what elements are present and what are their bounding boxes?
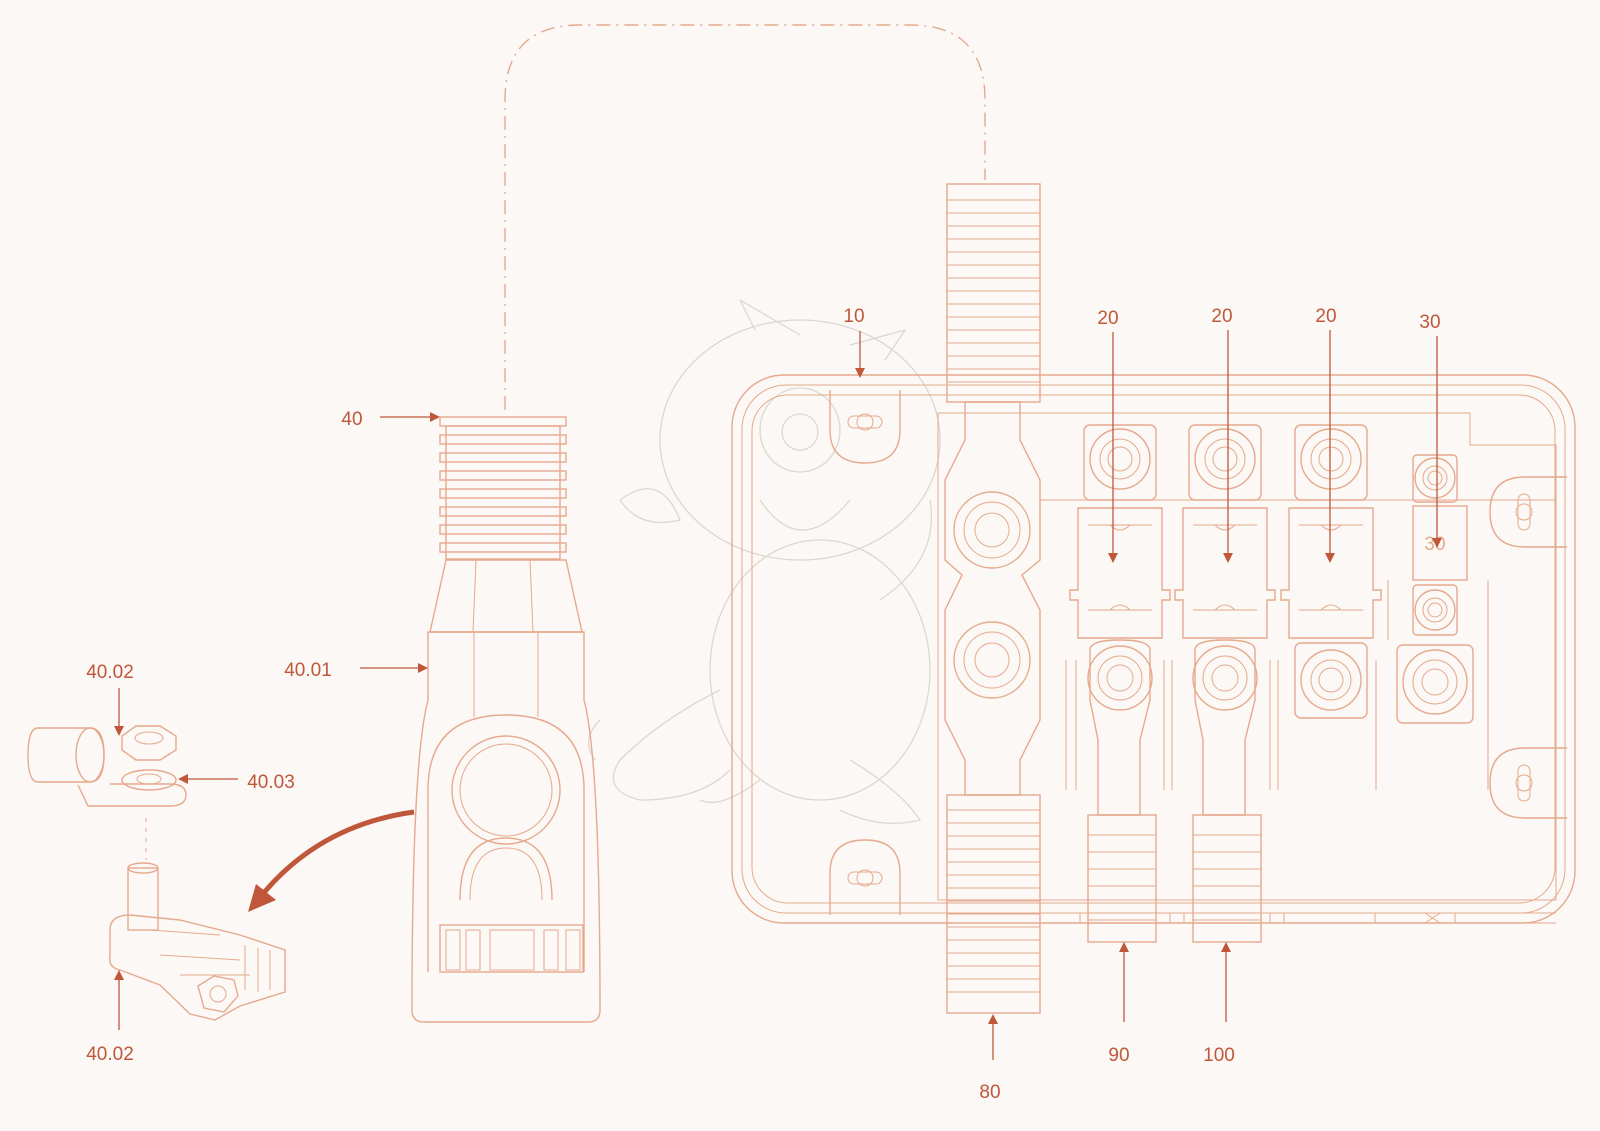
small-fuse-holder: 30 [1387, 454, 1489, 790]
callout-labels: 40 40.01 40.02 40.03 40.02 10 20 20 20 3… [86, 306, 1440, 1103]
label-20-a: 20 [1097, 308, 1118, 329]
terminal-boot [411, 416, 601, 1023]
label-30: 30 [1419, 312, 1440, 333]
label-90: 90 [1108, 1045, 1129, 1066]
label-40-03: 40.03 [247, 772, 295, 793]
inner-part-label-30: 30 [1424, 534, 1445, 555]
fuse-holder-2 [1174, 424, 1276, 943]
label-100: 100 [1203, 1045, 1235, 1066]
fuse-box-housing [731, 374, 1576, 924]
fuse-holder-3 [1280, 424, 1382, 719]
curved-arrow-icon [248, 809, 415, 912]
label-20-c: 20 [1315, 306, 1336, 327]
main-bus-bar [944, 183, 1041, 1014]
label-20-b: 20 [1211, 306, 1232, 327]
exploded-terminal-parts [27, 725, 286, 1021]
cable-path [504, 24, 986, 410]
label-10: 10 [843, 306, 864, 327]
label-40: 40 [341, 409, 362, 430]
label-40-02-bottom: 40.02 [86, 1044, 134, 1065]
boot-ribs [439, 416, 567, 560]
label-40-02-top: 40.02 [86, 662, 134, 683]
leader-arrows [114, 330, 1442, 1060]
label-40-01: 40.01 [284, 660, 332, 681]
label-80: 80 [979, 1082, 1000, 1103]
fuse-holder-1 [1069, 424, 1171, 943]
